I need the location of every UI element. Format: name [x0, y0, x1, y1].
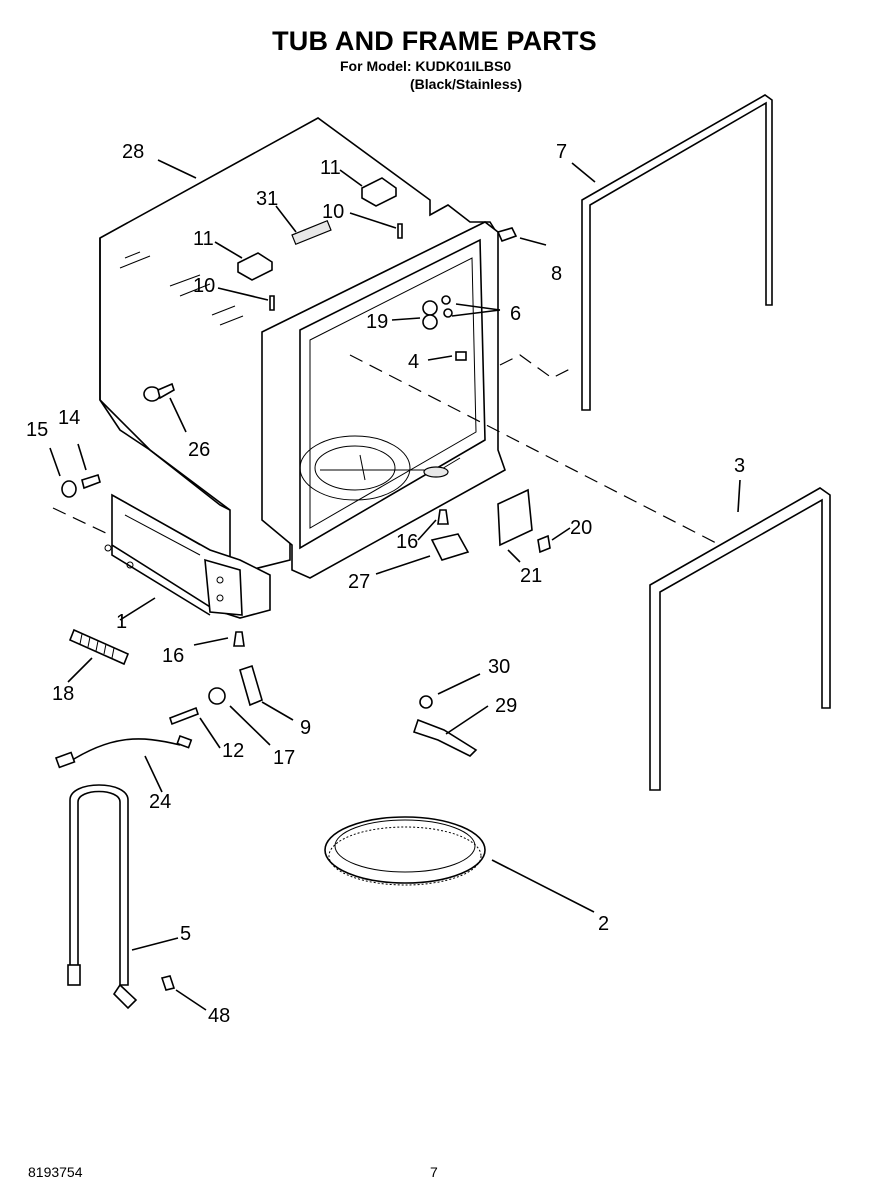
callout-11-upper: 11: [320, 157, 341, 179]
callout-9: 9: [300, 717, 311, 739]
callout-7: 7: [556, 141, 567, 163]
callout-29: 29: [495, 695, 517, 717]
callout-17: 17: [273, 747, 295, 769]
callout-16-lower: 16: [162, 645, 184, 667]
callout-31: 31: [256, 188, 278, 210]
callout-14: 14: [58, 407, 80, 429]
callout-12: 12: [222, 740, 244, 762]
callout-11-lower: 11: [193, 228, 214, 250]
variant-line: (Black/Stainless): [410, 76, 523, 92]
callout-16-upper: 16: [396, 531, 418, 553]
callout-21: 21: [520, 565, 542, 587]
page-number: 7: [430, 1164, 438, 1180]
side-seal: [649, 487, 831, 791]
callout-26: 26: [188, 439, 210, 461]
page-title: TUB AND FRAME PARTS: [272, 26, 597, 56]
callout-8: 8: [551, 263, 562, 285]
model-line: For Model: KUDK01ILBS0: [340, 58, 512, 74]
callout-labels: 28 11 10 31 11 10 7 8 6 19 4 26 14 15 3 …: [26, 141, 745, 1027]
callout-19: 19: [366, 311, 388, 333]
callout-5: 5: [180, 923, 191, 945]
callout-24: 24: [149, 791, 171, 813]
callout-30: 30: [488, 656, 510, 678]
callout-1: 1: [116, 611, 127, 633]
callout-28: 28: [122, 141, 144, 163]
callout-4: 4: [408, 351, 419, 373]
callout-27: 27: [348, 571, 370, 593]
callout-48: 48: [208, 1005, 230, 1027]
callout-2: 2: [598, 913, 609, 935]
callout-10-upper: 10: [322, 201, 344, 223]
leader-lines: [49, 159, 741, 1011]
callout-18: 18: [52, 683, 74, 705]
tub-body: [99, 117, 506, 579]
small-parts: [54, 223, 551, 1010]
sump-gasket: [324, 816, 486, 886]
reference-lines: [52, 354, 721, 546]
callout-15: 15: [26, 419, 48, 441]
base-frame: [104, 493, 271, 619]
door-gasket: [581, 94, 773, 411]
doc-number: 8193754: [28, 1164, 83, 1180]
callout-6: 6: [510, 303, 521, 325]
callout-3: 3: [734, 455, 745, 477]
callout-10-lower: 10: [193, 275, 215, 297]
callout-20: 20: [570, 517, 592, 539]
